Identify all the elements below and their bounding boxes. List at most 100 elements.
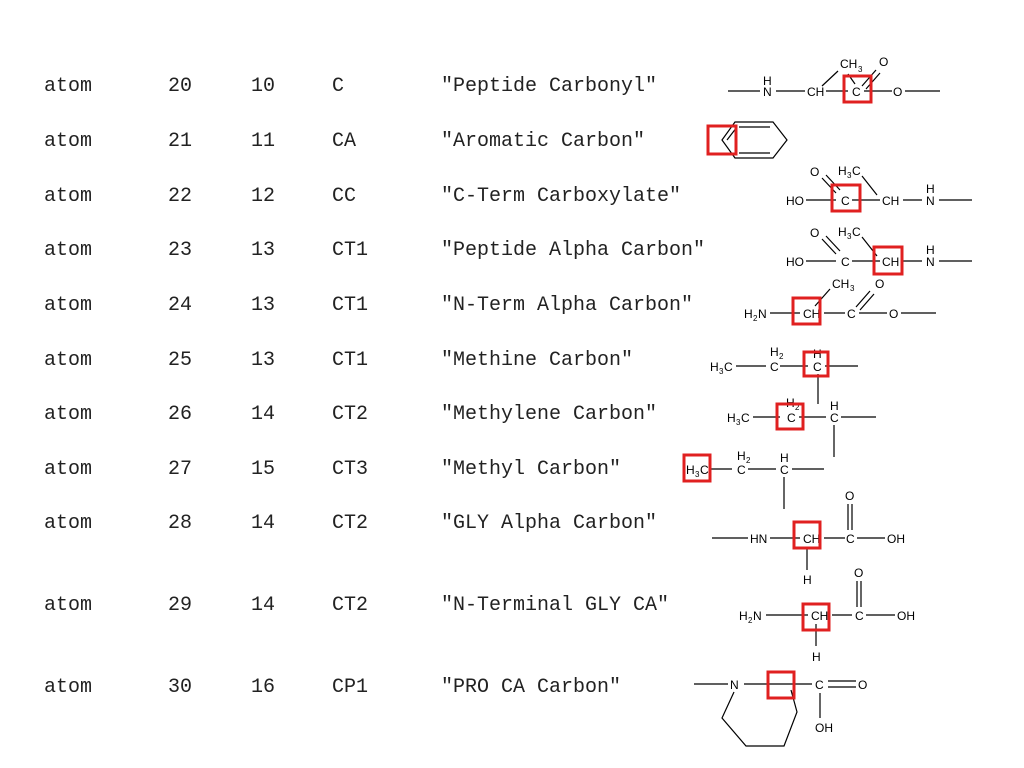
atom-index-cell: 25 xyxy=(168,349,193,372)
description-cell: "Aromatic Carbon" xyxy=(441,130,646,153)
atom-index-cell: 21 xyxy=(168,130,193,153)
atom-index-cell: 26 xyxy=(168,403,193,426)
table-row: atom 21 11 CA "Aromatic Carbon" xyxy=(0,122,1024,162)
atom-label: H xyxy=(739,609,748,623)
mass-index-cell: 16 xyxy=(251,676,276,699)
atom-type-cell: CT1 xyxy=(332,349,369,372)
mass-index-cell: 13 xyxy=(251,239,276,262)
atom-label: C xyxy=(855,609,864,623)
table-row: atom 28 14 CT2 "GLY Alpha Carbon" xyxy=(0,504,1024,544)
atom-label: O xyxy=(810,165,819,179)
atom-index-cell: 30 xyxy=(168,676,193,699)
atom-type-cell: CT2 xyxy=(332,512,369,535)
atom-label: N xyxy=(926,255,935,269)
mass-index-cell: 10 xyxy=(251,75,276,98)
keyword-cell: atom xyxy=(44,75,93,98)
atom-label: C xyxy=(852,164,861,178)
keyword-cell: atom xyxy=(44,403,93,426)
atom-label: C xyxy=(770,360,779,374)
atom-label: OH xyxy=(815,721,833,735)
atom-label: 2 xyxy=(779,352,784,361)
table-row: atom 24 13 CT1 "N-Term Alpha Carbon" xyxy=(0,286,1024,326)
atom-label: C xyxy=(852,85,861,99)
atom-label: H xyxy=(686,463,695,477)
highlight-box xyxy=(830,183,862,213)
highlight-box xyxy=(801,602,831,632)
atom-label: CH xyxy=(811,609,828,623)
atom-label: H xyxy=(710,360,719,374)
atom-label: CH xyxy=(803,532,820,546)
atom-label: H xyxy=(744,307,753,321)
atom-label: N xyxy=(753,609,762,623)
mass-index-cell: 15 xyxy=(251,458,276,481)
keyword-cell: atom xyxy=(44,676,93,699)
keyword-cell: atom xyxy=(44,294,93,317)
atom-type-cell: CT1 xyxy=(332,294,369,317)
highlight-box xyxy=(706,124,738,156)
atom-type-cell: CA xyxy=(332,130,357,153)
atom-type-cell: CT1 xyxy=(332,239,369,262)
atom-label: C xyxy=(847,307,856,321)
structure-methylene-carbon: H 3 C H 2 C H C xyxy=(727,396,876,457)
atom-type-cell: C xyxy=(332,75,345,98)
atom-label: 3 xyxy=(736,418,741,427)
highlight-box xyxy=(775,402,805,431)
atom-label: H xyxy=(803,573,812,587)
structure-methine-carbon: H 3 C H 2 C H C xyxy=(710,345,858,404)
atom-label: N xyxy=(758,307,767,321)
mass-index-cell: 13 xyxy=(251,349,276,372)
atom-label: H xyxy=(770,345,779,359)
keyword-cell: atom xyxy=(44,185,93,208)
mass-index-cell: 12 xyxy=(251,185,276,208)
atom-label: C xyxy=(700,463,709,477)
atom-label: 3 xyxy=(847,232,852,241)
atom-label: 2 xyxy=(753,314,758,323)
mass-index-cell: 11 xyxy=(251,130,276,153)
table-row: atom 26 14 CT2 "Methylene Carbon" xyxy=(0,395,1024,435)
highlight-box xyxy=(682,453,712,483)
atom-label: CH xyxy=(832,277,849,291)
structure-peptide-carbonyl: H N CH CH 3 C O O xyxy=(728,55,940,104)
atom-label: C xyxy=(724,360,733,374)
highlight-box xyxy=(842,74,873,104)
description-cell: "Methylene Carbon" xyxy=(441,403,658,426)
mass-index-cell: 13 xyxy=(251,294,276,317)
structure-gly-alpha-carbon: HN CH H C O OH xyxy=(712,489,905,587)
atom-label: CH xyxy=(882,255,899,269)
description-cell: "Peptide Carbonyl" xyxy=(441,75,658,98)
structure-peptide-alpha-carbon: HO O C H 3 C CH H N xyxy=(786,225,972,276)
atom-label: O xyxy=(810,226,819,240)
structure-n-terminal-gly-ca: H 2 N CH H C O OH xyxy=(739,566,915,664)
table-row: atom 22 12 CC "C-Term Carboxylate" xyxy=(0,177,1024,217)
atom-label: O xyxy=(845,489,854,503)
keyword-cell: atom xyxy=(44,594,93,617)
keyword-cell: atom xyxy=(44,349,93,372)
highlight-box xyxy=(766,670,796,700)
atom-label: C xyxy=(780,463,789,477)
description-cell: "GLY Alpha Carbon" xyxy=(441,512,658,535)
structure-aromatic-carbon xyxy=(706,121,788,159)
atom-index-cell: 23 xyxy=(168,239,193,262)
atom-label: O xyxy=(858,678,867,692)
mass-index-cell: 14 xyxy=(251,512,276,535)
atom-label: C xyxy=(737,463,746,477)
atom-label: C xyxy=(815,678,824,692)
atom-label: OH xyxy=(897,609,915,623)
atom-label: H xyxy=(737,449,746,463)
atom-label: C xyxy=(846,532,855,546)
atom-label: CH xyxy=(807,85,824,99)
structure-pro-ca-carbon: N C O OH xyxy=(694,670,867,747)
structure-n-term-alpha-carbon: H 2 N CH CH 3 C O O xyxy=(744,277,936,326)
atom-label: CH xyxy=(803,307,820,321)
atom-type-cell: CC xyxy=(332,185,357,208)
atom-label: 2 xyxy=(748,616,753,625)
atom-label: H xyxy=(812,650,821,664)
atom-type-cell: CP1 xyxy=(332,676,369,699)
table-row: atom 29 14 CT2 "N-Terminal GLY CA" xyxy=(0,586,1024,626)
atom-label: O xyxy=(893,85,902,99)
atom-label: 3 xyxy=(858,65,863,74)
table-row: atom 20 10 C "Peptide Carbonyl" xyxy=(0,67,1024,107)
atom-label: N xyxy=(730,678,739,692)
atom-label: O xyxy=(879,55,888,69)
